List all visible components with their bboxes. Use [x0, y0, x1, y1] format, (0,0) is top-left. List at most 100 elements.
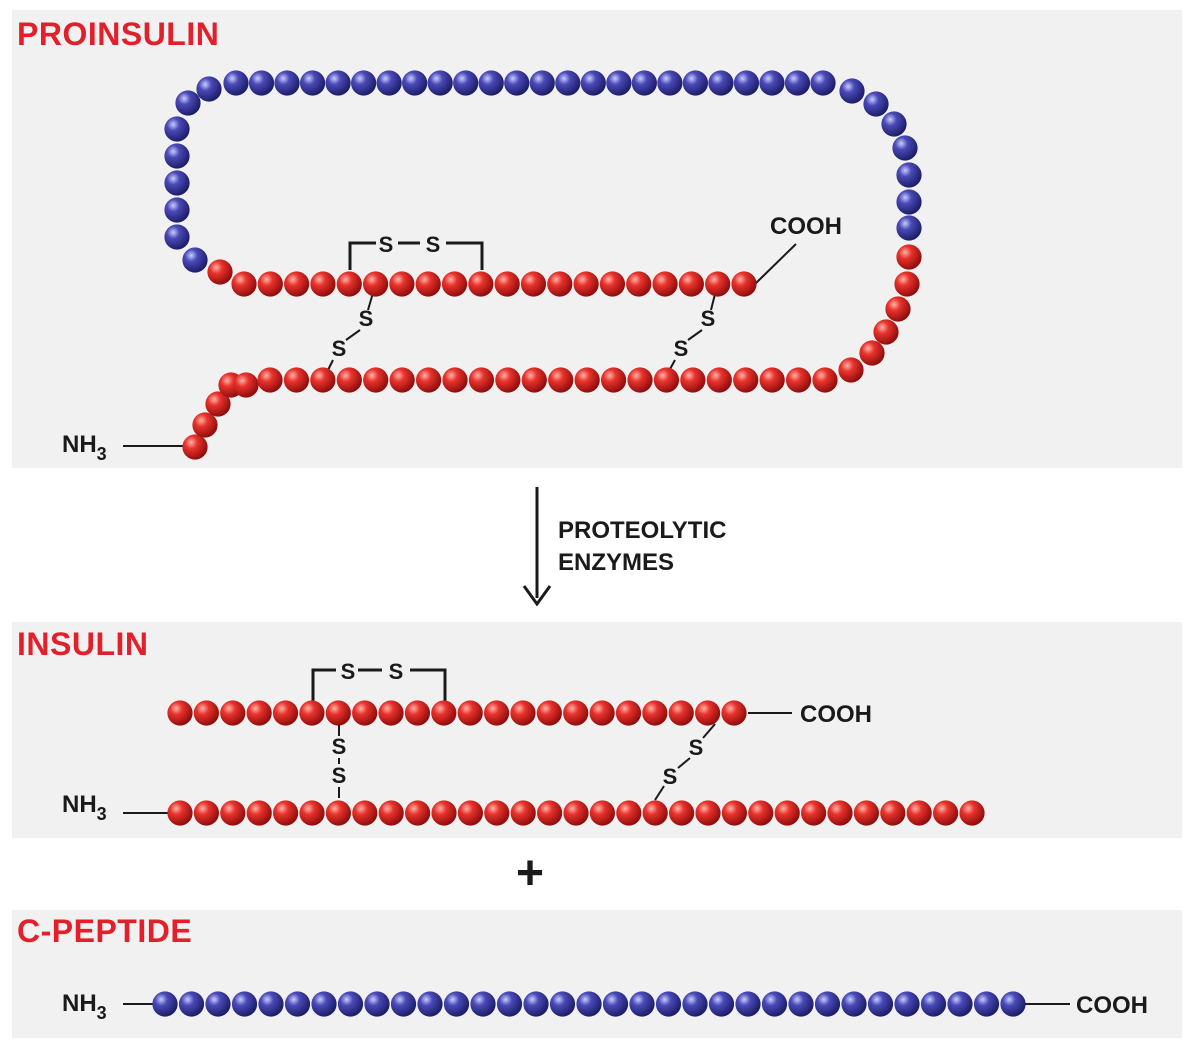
insulin-ss-right-bond [702, 723, 716, 739]
insulin-s-label: S [663, 764, 678, 789]
c-peptide-bead-blue [761, 991, 788, 1017]
insulin-bead-red [827, 800, 853, 826]
insulin-bead-red [853, 800, 880, 826]
proinsulin-cooh-label: COOH [770, 213, 842, 240]
insulin-nh3-label: NH3 [62, 791, 107, 824]
proinsulin-bead-red [205, 391, 231, 417]
insulin-bead-red [906, 800, 932, 826]
insulin-bead-red [246, 700, 272, 726]
insulin-bead-red [299, 700, 325, 726]
c-peptide-title: C-PEPTIDE [17, 913, 193, 949]
c-peptide-bead-blue [867, 991, 894, 1017]
insulin-bead-red [721, 800, 748, 826]
proinsulin-bead-red [873, 319, 899, 345]
proinsulin-nh3-label: NH3 [62, 431, 107, 464]
insulin-bead-red [959, 800, 985, 826]
c-peptide-bead-blue [735, 991, 761, 1017]
c-peptide-bead-blue [655, 991, 682, 1017]
insulin-s-label: S [389, 659, 404, 684]
proinsulin-bead-red [838, 357, 864, 383]
proinsulin-bead-red [600, 367, 627, 393]
c-peptide-bead-blue [523, 991, 549, 1017]
insulin-bead-red [642, 700, 668, 726]
c-peptide-bead-blue [708, 991, 735, 1017]
proinsulin-bead-red [859, 340, 885, 366]
proinsulin-bead-red [231, 271, 257, 297]
proinsulin-bead-blue [863, 91, 889, 117]
proinsulin-bead-blue [892, 135, 918, 161]
proinsulin-bead-blue [606, 70, 632, 96]
insulin-bead-red [642, 800, 668, 826]
insulin-bead-red [167, 700, 193, 726]
proinsulin-bead-red [652, 271, 678, 297]
insulin-bead-red [880, 800, 906, 826]
proinsulin-bead-red [441, 271, 468, 297]
insulin-bead-red [246, 800, 272, 826]
insulin-bead-red [484, 800, 510, 826]
proinsulin-bead-red [521, 367, 547, 393]
proinsulin-bead-red [599, 271, 626, 297]
proinsulin-s-label: S [701, 306, 716, 331]
insulin-bead-red [510, 700, 536, 726]
insulin-bead-red [801, 800, 827, 826]
proinsulin-bead-blue [164, 143, 190, 169]
proinsulin-bead-blue [810, 70, 836, 96]
c-peptide-bead-blue [682, 991, 708, 1017]
proinsulin-bead-blue [164, 170, 190, 196]
insulin-bead-red [589, 800, 616, 826]
insulin-bead-red [193, 800, 219, 826]
bead-chains [152, 70, 1026, 1017]
insulin-bead-red [563, 700, 589, 726]
proinsulin-bead-blue [351, 70, 377, 96]
insulin-bead-red [695, 800, 721, 826]
c-peptide-bead-blue [443, 991, 470, 1017]
proinsulin-bead-red [627, 367, 653, 393]
c-peptide-bead-blue [576, 991, 602, 1017]
c-peptide-bead-blue [364, 991, 390, 1017]
proinsulin-bead-red [494, 271, 520, 297]
proinsulin-bead-red [468, 271, 494, 297]
insulin-title: INSULIN [17, 626, 149, 662]
c-peptide-bead-blue [629, 991, 655, 1017]
insulin-bead-red [167, 800, 193, 826]
proinsulin-bead-red [680, 367, 706, 393]
proinsulin-bead-blue [196, 76, 222, 102]
proinsulin-bead-red [192, 412, 218, 438]
insulin-ss-bracket-right [410, 668, 447, 711]
insulin-bead-red [589, 700, 615, 726]
c-peptide-bead-blue [417, 991, 443, 1017]
proinsulin-bead-red [548, 367, 574, 393]
proinsulin-s-label: S [674, 336, 689, 361]
proinsulin-bead-blue [631, 70, 657, 96]
proinsulin-bead-red [389, 271, 415, 297]
insulin-bead-red [378, 700, 404, 726]
insulin-bead-red [510, 800, 536, 826]
insulin-bead-red [668, 700, 694, 726]
insulin-s-label: S [332, 763, 347, 788]
insulin-bead-red [483, 700, 510, 726]
proinsulin-bead-red [573, 271, 599, 297]
c-peptide-bead-blue [920, 991, 947, 1017]
c-peptide-bead-blue [337, 991, 364, 1017]
insulin-s-label: S [689, 735, 704, 760]
insulin-bead-red [457, 700, 483, 726]
insulin-bead-red [220, 800, 246, 826]
proinsulin-s-label: S [332, 336, 347, 361]
c-peptide-bead-blue [841, 991, 867, 1017]
reaction-arrow-head [522, 585, 552, 607]
enzyme-label-line2: ENZYMES [558, 549, 675, 576]
proinsulin-bead-red [894, 271, 920, 297]
proinsulin-bead-red [207, 259, 233, 285]
insulin-bead-red [774, 800, 800, 826]
proinsulin-bead-red [415, 271, 441, 297]
proinsulin-s-label: S [379, 232, 394, 257]
proinsulin-bead-red [626, 271, 652, 297]
proinsulin-bead-blue [733, 70, 760, 96]
proinsulin-bead-blue [164, 197, 190, 223]
proinsulin-bead-red [759, 367, 785, 393]
insulin-bead-red [193, 700, 219, 726]
proinsulin-bead-blue [223, 70, 249, 96]
proinsulin-bead-blue [896, 215, 922, 241]
